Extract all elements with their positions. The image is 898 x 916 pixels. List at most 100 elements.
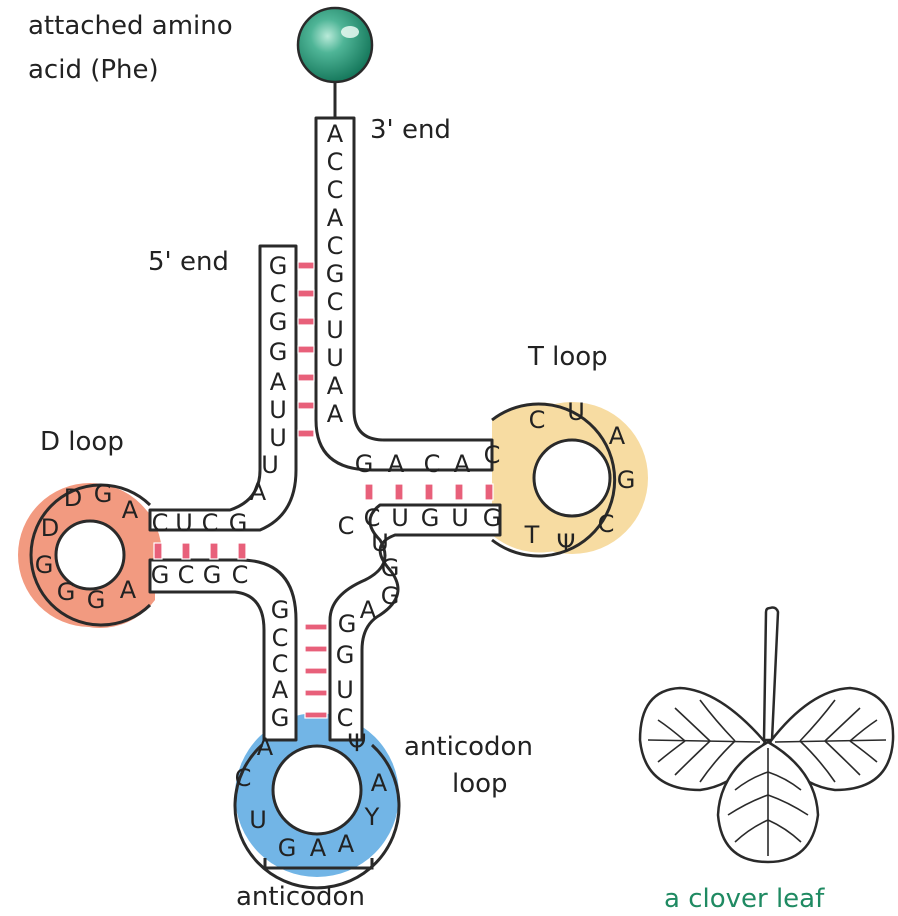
d-stem-base-pair: [210, 543, 218, 559]
d-loop-base: A: [122, 496, 139, 524]
variable-loop-base: G: [381, 554, 400, 582]
amino-acid-highlight: [341, 26, 359, 38]
anticodon-loop-label-line2: loop: [452, 769, 508, 799]
t-loop-base: T: [524, 521, 540, 549]
t-loop-base: A: [609, 422, 626, 450]
t-loop-label: T loop: [527, 342, 608, 372]
d-stem-base: G: [151, 561, 170, 589]
t-stem-base-pair: [485, 484, 493, 500]
anticodon-loop-base: A: [371, 769, 388, 797]
anticodon-stem-base-pair: [305, 646, 327, 652]
d-stem-base: G: [203, 561, 222, 589]
t-stem-base: A: [388, 450, 405, 478]
t-loop-base: U: [567, 398, 585, 426]
acceptor-base: U: [326, 344, 344, 372]
acceptor-base-pair: [298, 430, 314, 437]
acceptor-base: A: [327, 400, 344, 428]
t-stem-base-pair: [365, 484, 373, 500]
five-prime-end-label: 5' end: [148, 247, 229, 277]
anticodon-loop-base: A: [310, 834, 327, 862]
clover-leaf-drawing: [640, 608, 893, 863]
anticodon-loop-base: A: [338, 830, 355, 858]
acceptor-base-pair: [298, 262, 314, 269]
clover-leaf-caption: a clover leaf: [664, 884, 825, 914]
t-stem-base: G: [421, 504, 440, 532]
acceptor-base: C: [327, 288, 344, 316]
d-stem-base-pair: [182, 543, 190, 559]
d-loop-base: G: [94, 480, 113, 508]
anticodon-stem-base-pair: [305, 624, 327, 630]
anticodon-stem-base-pair: [305, 690, 327, 696]
d-loop-base: G: [35, 551, 54, 579]
t-loop-base: Ψ: [557, 529, 576, 557]
t-stem-base: C: [424, 450, 441, 478]
clover-stem: [764, 608, 778, 741]
d-stem-base-pair: [238, 543, 246, 559]
acceptor-base: A: [327, 204, 344, 232]
d-stem-base: C: [178, 561, 195, 589]
acceptor-base-pair: [298, 318, 314, 325]
acceptor-base: A: [327, 120, 344, 148]
anticodon-stem-base: C: [337, 704, 354, 732]
acceptor-base: A: [327, 372, 344, 400]
t-stem-base-pair: [395, 484, 403, 500]
anticodon-loop-label-line1: anticodon: [404, 732, 533, 762]
anticodon-loop-base: U: [249, 806, 267, 834]
t-stem-base-pair: [455, 484, 463, 500]
amino-acid-label-line1: attached amino: [28, 11, 233, 41]
t-stem-base-pair: [425, 484, 433, 500]
t-stem-base: C: [364, 504, 381, 532]
anticodon-stem-base-pair: [305, 712, 327, 718]
anticodon-loop-hole: [273, 746, 361, 834]
five-prime-base: G: [269, 252, 288, 280]
acceptor-base: C: [327, 232, 344, 260]
t-stem-base: G: [483, 504, 502, 532]
t-stem-base: G: [355, 450, 374, 478]
d-loop-base: A: [120, 576, 137, 604]
acceptor-base-pair: [298, 290, 314, 297]
d-stem-base: C: [202, 509, 219, 537]
five-prime-base: G: [269, 308, 288, 336]
acceptor-base: C: [327, 148, 344, 176]
d-loop-base: D: [64, 484, 82, 512]
d-stem-base-pair: [154, 543, 162, 559]
anticodon-stem-base: C: [272, 624, 289, 652]
acceptor-base-pair: [298, 346, 314, 353]
anticodon-stem-base: A: [360, 596, 377, 624]
acceptor-base: G: [326, 260, 345, 288]
t-stem-base: C: [484, 441, 501, 469]
t-loop-base: C: [598, 510, 615, 538]
five-prime-base: U: [261, 451, 279, 479]
anticodon-stem-base: A: [272, 676, 289, 704]
d-stem-base: C: [232, 561, 249, 589]
d-stem-base: C: [152, 509, 169, 537]
acceptor-base-pair: [298, 402, 314, 409]
acceptor-base: U: [326, 316, 344, 344]
five-prime-base: A: [270, 368, 287, 396]
variable-loop-base: G: [381, 582, 400, 610]
acceptor-base: C: [327, 176, 344, 204]
five-prime-base: U: [269, 424, 287, 452]
anticodon-stem-base: U: [336, 676, 354, 704]
five-prime-base: U: [269, 396, 287, 424]
t-stem-base: U: [391, 504, 409, 532]
anticodon-stem-base: C: [272, 650, 289, 678]
five-prime-base: C: [270, 280, 287, 308]
acceptor-base-pair: [298, 374, 314, 381]
anticodon-loop-base: Ψ: [348, 729, 367, 757]
d-loop-base: D: [41, 514, 59, 542]
five-prime-base: G: [269, 338, 288, 366]
anticodon-stem-base-pair: [305, 668, 327, 674]
t-stem-base: A: [454, 450, 471, 478]
d-loop-label: D loop: [40, 427, 124, 457]
amino-acid-label-line2: acid (Phe): [28, 55, 159, 85]
three-prime-end-label: 3' end: [370, 115, 451, 145]
t-stem-base: U: [451, 504, 469, 532]
five-prime-base: A: [250, 478, 267, 506]
d-stem-base: U: [175, 509, 193, 537]
anticodon-stem-base: G: [336, 641, 355, 669]
variable-loop-base: C: [338, 512, 355, 540]
t-loop-base: C: [529, 406, 546, 434]
d-loop-base: G: [87, 586, 106, 614]
